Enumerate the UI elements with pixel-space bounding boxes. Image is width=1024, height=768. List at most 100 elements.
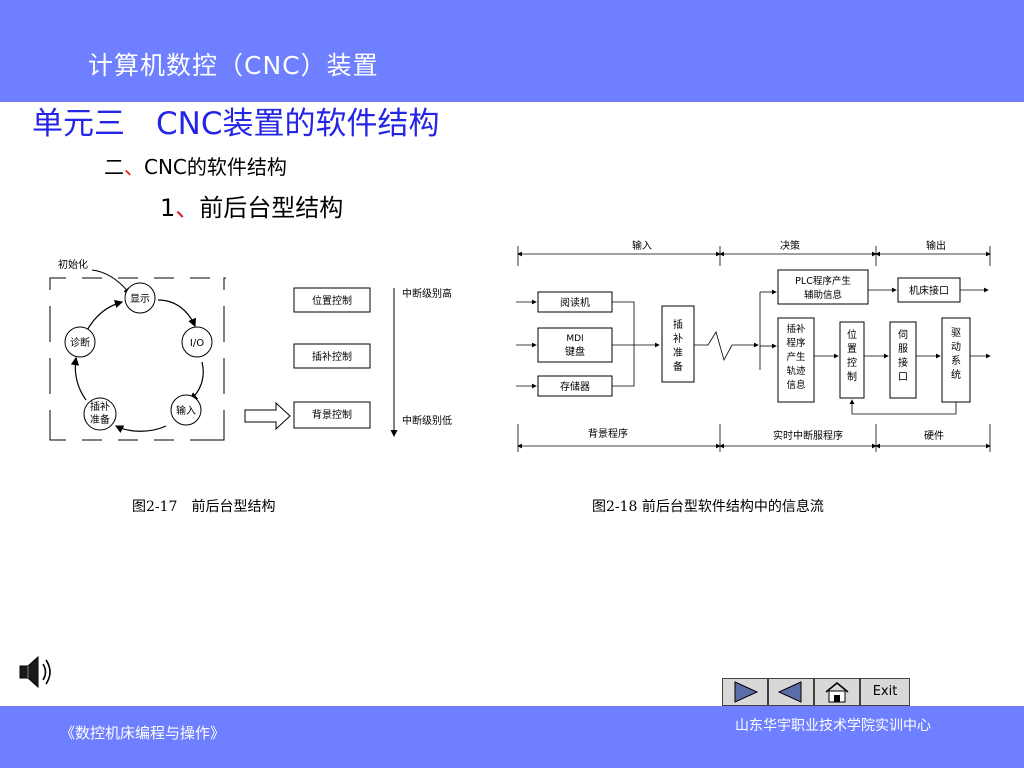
node-interp-prep: 插补 准备 [83, 397, 117, 431]
figure-2-17-diagram: 初始化 显示 I/O 诊断 插补 准备 输入 位置控制 插补控制 [49, 258, 452, 441]
box-pos-ctrl-label: 位置控制 [312, 294, 352, 307]
box-reader: 阅读机 [537, 291, 613, 313]
zigzag-link [694, 331, 759, 362]
top-input-label: 输入 [632, 239, 652, 252]
box-mdi-label-1: MDI [566, 334, 583, 344]
drive-char-3: 系 [951, 355, 961, 367]
footer-institution: 山东华宇职业技术学院实训中心 [735, 718, 931, 734]
box-mdi: MDI 键盘 [537, 327, 613, 363]
servo-char-2: 服 [898, 343, 908, 355]
section-mark: 、 [124, 155, 144, 179]
exit-button[interactable]: Exit [860, 678, 910, 706]
node-io: I/O [181, 326, 213, 358]
box-interp-ctrl: 插补控制 [293, 343, 371, 369]
bottom-rt-label: 实时中断服程序 [773, 429, 843, 442]
input-arrows [516, 299, 660, 389]
box-reader-label: 阅读机 [560, 296, 590, 309]
node-input: 输入 [170, 394, 202, 426]
box-bg-ctrl-label: 背景控制 [312, 408, 352, 421]
figure-2-18-caption: 图2-18 前后台型软件结构中的信息流 [592, 499, 824, 515]
servo-char-3: 接 [898, 356, 908, 369]
box-machine-if: 机床接口 [897, 277, 961, 303]
pos-char-4: 制 [847, 370, 857, 383]
unit-title: 单元三 CNC装置的软件结构 [32, 106, 440, 142]
node-display: 显示 [124, 282, 156, 314]
box-plc-label-2: 辅助信息 [804, 289, 842, 301]
hollow-arrow [244, 401, 291, 431]
interp-prep-char-3: 准 [673, 347, 683, 359]
box-pos-ctrl: 位置控制 [293, 287, 371, 313]
top-dimension [517, 246, 991, 266]
box-interp-prep: 插 补 准 备 [661, 305, 695, 383]
box-pos: 位 置 控 制 [839, 321, 865, 399]
subsection-title: 1、前后台型结构 [160, 188, 343, 223]
bottom-bg-label: 背景程序 [588, 427, 628, 440]
traj-line-3: 产生 [786, 351, 806, 363]
pos-char-2: 置 [847, 343, 857, 355]
footer-band: 《数控机床编程与操作》 山东华宇职业技术学院实训中心 [0, 706, 1024, 768]
figure-2-17-caption: 图2-17 前后台型结构 [132, 499, 276, 515]
box-interp-ctrl-label: 插补控制 [312, 350, 352, 363]
loop-frame [49, 277, 226, 441]
node-input-label: 输入 [176, 404, 196, 417]
speaker-icon[interactable] [14, 652, 56, 692]
box-drive: 驱 动 系 统 [941, 317, 971, 403]
play-right-icon [734, 681, 759, 703]
section-text: CNC的软件结构 [144, 155, 287, 179]
box-machine-if-label: 机床接口 [909, 284, 949, 297]
node-io-label: I/O [190, 338, 204, 349]
init-label: 初始化 [58, 258, 88, 271]
bottom-dimension [517, 424, 991, 452]
box-mdi-label-2: 键盘 [565, 345, 585, 358]
traj-line-1: 插补 [786, 323, 806, 335]
box-plc: PLC程序产生 辅助信息 [777, 269, 869, 305]
box-plc-label-1: PLC程序产生 [795, 275, 851, 287]
feedback-line [849, 399, 957, 415]
bottom-hw-label: 硬件 [924, 430, 944, 442]
box-storage-label: 存储器 [560, 380, 590, 393]
node-interp-prep-label-2: 准备 [90, 413, 110, 426]
traj-line-4: 轨迹 [786, 365, 806, 377]
node-diagnose-label: 诊断 [70, 336, 90, 349]
home-icon [825, 681, 849, 703]
interp-prep-char-1: 插 [673, 318, 683, 331]
drive-char-1: 驱 [951, 327, 961, 339]
node-display-label: 显示 [130, 293, 150, 305]
drive-char-2: 动 [951, 341, 961, 353]
pos-char-3: 控 [847, 356, 857, 369]
box-storage: 存储器 [537, 375, 613, 397]
traj-line-2: 程序 [786, 337, 806, 349]
subsection-text: 前后台型结构 [199, 194, 344, 222]
figure-2-18-diagram: 输入 决策 输出 阅读机 MDI 键盘 存储器 插 补 准 备 [516, 239, 991, 452]
home-button[interactable] [814, 678, 860, 706]
section-title: 二、CNC的软件结构 [104, 151, 287, 180]
subsection-prefix: 1 [160, 194, 176, 222]
section-prefix: 二 [104, 155, 124, 179]
play-left-icon [777, 681, 802, 703]
box-bg-ctrl: 背景控制 [293, 401, 371, 429]
subsection-mark: 、 [175, 194, 200, 222]
box-traj: 插补 程序 产生 轨迹 信息 [777, 317, 815, 403]
drive-char-4: 统 [951, 368, 961, 381]
next-button[interactable] [722, 678, 768, 706]
servo-char-4: 口 [898, 372, 908, 383]
box-servo: 伺 服 接 口 [889, 321, 917, 399]
node-diagnose: 诊断 [64, 326, 96, 358]
interp-prep-char-2: 补 [673, 332, 683, 345]
servo-char-1: 伺 [898, 328, 908, 341]
top-decision-label: 决策 [780, 239, 800, 252]
level-low-label: 中断级别低 [402, 414, 452, 427]
init-arrow [91, 269, 131, 295]
prev-button[interactable] [768, 678, 814, 706]
footer-course-title: 《数控机床编程与操作》 [60, 724, 226, 742]
nav-buttons: Exit [722, 678, 910, 706]
decision-bus [759, 289, 777, 370]
top-output-label: 输出 [926, 239, 946, 252]
interp-prep-char-4: 备 [673, 360, 683, 373]
header-band: 计算机数控（CNC）装置 [0, 0, 1024, 102]
header-title: 计算机数控（CNC）装置 [88, 51, 379, 80]
pos-char-1: 位 [847, 328, 857, 341]
traj-line-5: 信息 [786, 379, 805, 391]
level-high-label: 中断级别高 [402, 287, 452, 300]
node-interp-prep-label-1: 插补 [90, 400, 110, 413]
